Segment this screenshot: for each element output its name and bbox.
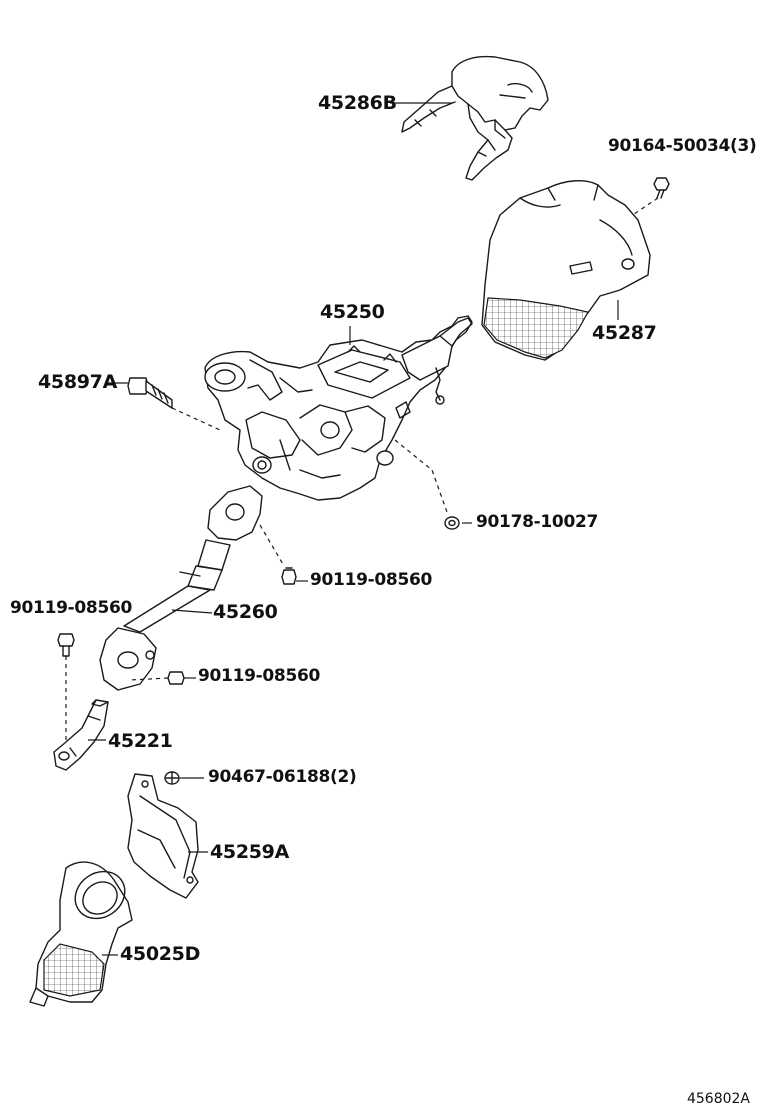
part-label-45286B[interactable]: 45286B [318,92,397,114]
bolt-90119-08560-c[interactable] [167,671,185,685]
nut-90178-10027[interactable] [444,516,460,530]
clip-90467-06188[interactable] [164,771,180,785]
part-label-90119-08560-b[interactable]: 90119-08560 [10,598,133,618]
leader-45260 [171,609,213,614]
bolt-90119-08560-b[interactable] [57,633,75,657]
part-label-45260[interactable]: 45260 [213,601,278,623]
leader-45897A [171,407,221,431]
part-label-90178-10027[interactable]: 90178-10027 [476,512,599,532]
leader-90119-c [129,677,169,681]
diagram-code: 456802A [686,1091,750,1107]
intermediate-shaft-45260[interactable] [99,485,263,691]
part-label-90164-50034[interactable]: 90164-50034(3) [608,136,757,156]
leader-90178 [394,439,448,513]
upper-column-cover-45286B[interactable] [401,55,549,181]
column-hole-cover-45259A[interactable] [127,773,199,899]
part-label-45250[interactable]: 45250 [320,301,385,323]
leader-90164 [627,197,659,219]
part-label-90467-06188[interactable]: 90467-06188(2) [208,767,357,787]
bolt-45897A[interactable] [127,377,173,409]
part-label-45287[interactable]: 45287 [592,322,657,344]
part-label-45259A[interactable]: 45259A [210,841,290,863]
part-label-90119-08560-a[interactable]: 90119-08560 [310,570,433,590]
bolt-90119-08560-a[interactable] [281,567,297,585]
part-label-90119-08560-c[interactable]: 90119-08560 [198,666,321,686]
leader-90119-a [259,524,285,567]
yoke-45221[interactable] [53,699,109,771]
part-label-45897A[interactable]: 45897A [38,371,118,393]
steering-boot-45025D[interactable] [29,861,134,1007]
lower-column-cover-45287[interactable] [481,180,651,361]
screw-90164-50034[interactable] [653,177,670,199]
steering-column-assembly-45250[interactable] [204,315,473,501]
part-label-45025D[interactable]: 45025D [120,943,201,965]
part-label-45221[interactable]: 45221 [108,730,173,752]
